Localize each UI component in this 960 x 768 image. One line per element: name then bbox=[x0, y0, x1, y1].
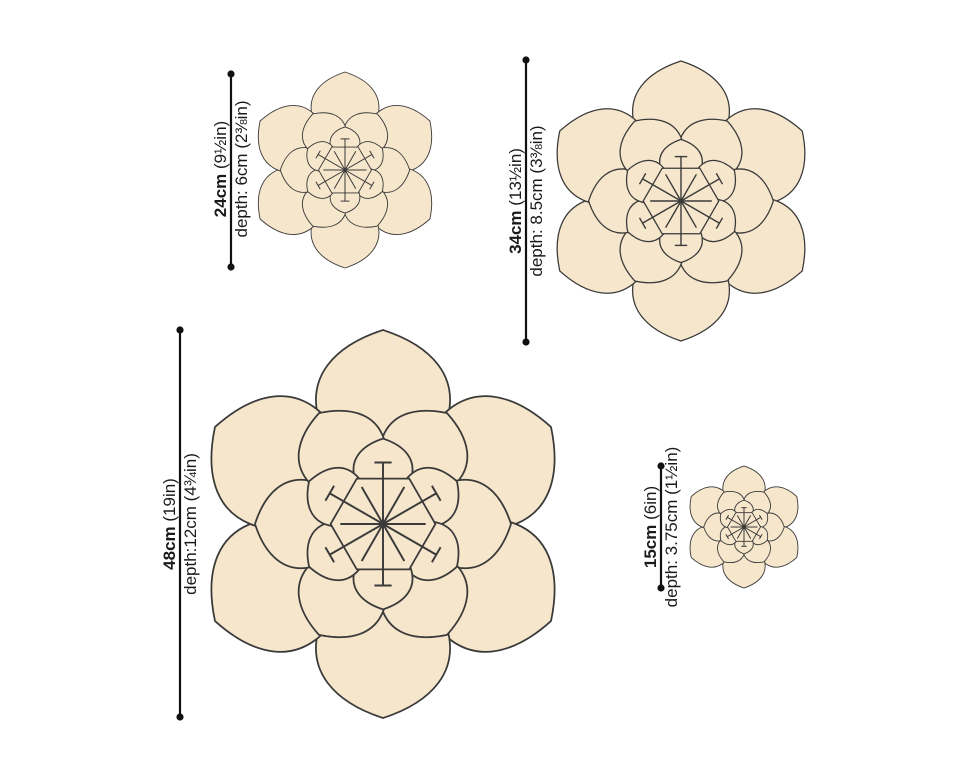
size-in-34: (13½in) bbox=[505, 148, 525, 206]
stamen-burst bbox=[315, 138, 375, 202]
stamen-line bbox=[743, 526, 762, 538]
stamen-line bbox=[680, 177, 721, 202]
stamen-line bbox=[680, 200, 698, 229]
stamen-line bbox=[382, 523, 406, 562]
stamen-tip bbox=[369, 181, 375, 190]
dimension-endpoint bbox=[522, 338, 530, 346]
dimension-endpoint bbox=[227, 263, 235, 271]
stamen-line bbox=[664, 200, 682, 229]
stamen-line bbox=[344, 151, 357, 171]
size-text-34cm: 34cm (13½in) bbox=[505, 125, 526, 276]
stamen-line bbox=[736, 526, 745, 539]
stamen-tip bbox=[315, 150, 321, 159]
stamen-line bbox=[726, 526, 745, 538]
flower-15cm bbox=[689, 465, 799, 589]
size-text-15cm: 15cm (6in) bbox=[640, 447, 661, 608]
flower-34cm bbox=[556, 60, 806, 342]
stamen-tip bbox=[369, 150, 375, 159]
stamen-line bbox=[328, 492, 384, 525]
dimension-endpoint bbox=[176, 326, 184, 334]
stamen-line bbox=[344, 169, 357, 189]
stamen-line bbox=[743, 526, 752, 539]
stamen-line bbox=[680, 173, 698, 202]
flower-24cm bbox=[257, 71, 433, 269]
measure-34cm bbox=[522, 56, 530, 346]
depth-text-24cm: depth: 6cm (2⅜in) bbox=[232, 100, 251, 238]
stamen-line bbox=[333, 151, 346, 171]
stamen-line bbox=[382, 486, 406, 525]
stamen-line bbox=[344, 169, 373, 187]
stamen-line bbox=[333, 169, 346, 189]
stamen-tip bbox=[315, 181, 321, 190]
stamen-tip bbox=[431, 546, 442, 563]
dimension-endpoint bbox=[657, 584, 665, 592]
dimension-endpoint bbox=[176, 713, 184, 721]
stamen-tip bbox=[725, 534, 730, 540]
stamen-line bbox=[360, 486, 384, 525]
size-in-24: (9½in) bbox=[210, 120, 230, 169]
stamen-tip bbox=[431, 485, 442, 502]
label-48cm: 48cm (19in) depth:12cm (4¾in) bbox=[159, 453, 202, 595]
depth-text-15cm: depth: 3.75cm (1½in) bbox=[662, 446, 681, 608]
stamen-tip bbox=[638, 173, 647, 185]
stamen-line bbox=[317, 169, 346, 187]
stamen-tip bbox=[758, 514, 763, 520]
stamen-tip bbox=[324, 546, 335, 563]
label-34cm: 34cm (13½in) depth: 8.5cm (3⅜in) bbox=[505, 125, 548, 276]
flower-48cm bbox=[210, 329, 556, 719]
stamen-line bbox=[382, 523, 438, 556]
label-15cm: 15cm (6in) depth: 3.75cm (1½in) bbox=[640, 447, 683, 608]
size-text-24cm: 24cm (9½in) bbox=[210, 100, 231, 237]
stamen-tip bbox=[758, 534, 763, 540]
stamen-burst bbox=[638, 155, 724, 247]
stamen-line bbox=[641, 177, 682, 202]
size-text-48cm: 48cm (19in) bbox=[159, 453, 180, 595]
stamen-tip bbox=[715, 217, 724, 229]
depth-text-48cm: depth:12cm (4¾in) bbox=[181, 453, 200, 595]
stamen-tip bbox=[715, 173, 724, 185]
stamen-line bbox=[743, 516, 762, 528]
stamen-line bbox=[641, 200, 682, 225]
stamen-tip bbox=[638, 217, 647, 229]
stamen-burst bbox=[725, 507, 763, 547]
dimension-endpoint bbox=[522, 56, 530, 64]
stamen-line bbox=[736, 515, 745, 528]
size-in-15: (6in) bbox=[640, 485, 660, 520]
label-24cm: 24cm (9½in) depth: 6cm (2⅜in) bbox=[210, 100, 253, 237]
stamen-burst bbox=[324, 461, 442, 587]
stamen-line bbox=[743, 515, 752, 528]
dimension-endpoint bbox=[657, 462, 665, 470]
size-in-48: (19in) bbox=[159, 478, 179, 522]
measure-15cm bbox=[657, 462, 665, 592]
measure-24cm bbox=[227, 70, 235, 271]
dimension-endpoint bbox=[227, 70, 235, 78]
stamen-line bbox=[382, 492, 438, 525]
stamen-line bbox=[317, 153, 346, 171]
depth-text-34cm: depth: 8.5cm (3⅜in) bbox=[527, 125, 546, 277]
stamen-tip bbox=[324, 485, 335, 502]
stamen-line bbox=[344, 153, 373, 171]
measure-lines bbox=[176, 56, 665, 721]
measure-48cm bbox=[176, 326, 184, 721]
size-cm-34: 34cm bbox=[505, 210, 525, 254]
stamen-line bbox=[328, 523, 384, 556]
size-cm-15: 15cm bbox=[640, 524, 660, 569]
stamen-line bbox=[360, 523, 384, 562]
stamen-tip bbox=[725, 514, 730, 520]
size-cm-24: 24cm bbox=[210, 173, 230, 218]
stamen-line bbox=[726, 516, 745, 528]
stamen-line bbox=[664, 173, 682, 202]
stamen-line bbox=[680, 200, 721, 225]
size-cm-48: 48cm bbox=[159, 526, 179, 570]
